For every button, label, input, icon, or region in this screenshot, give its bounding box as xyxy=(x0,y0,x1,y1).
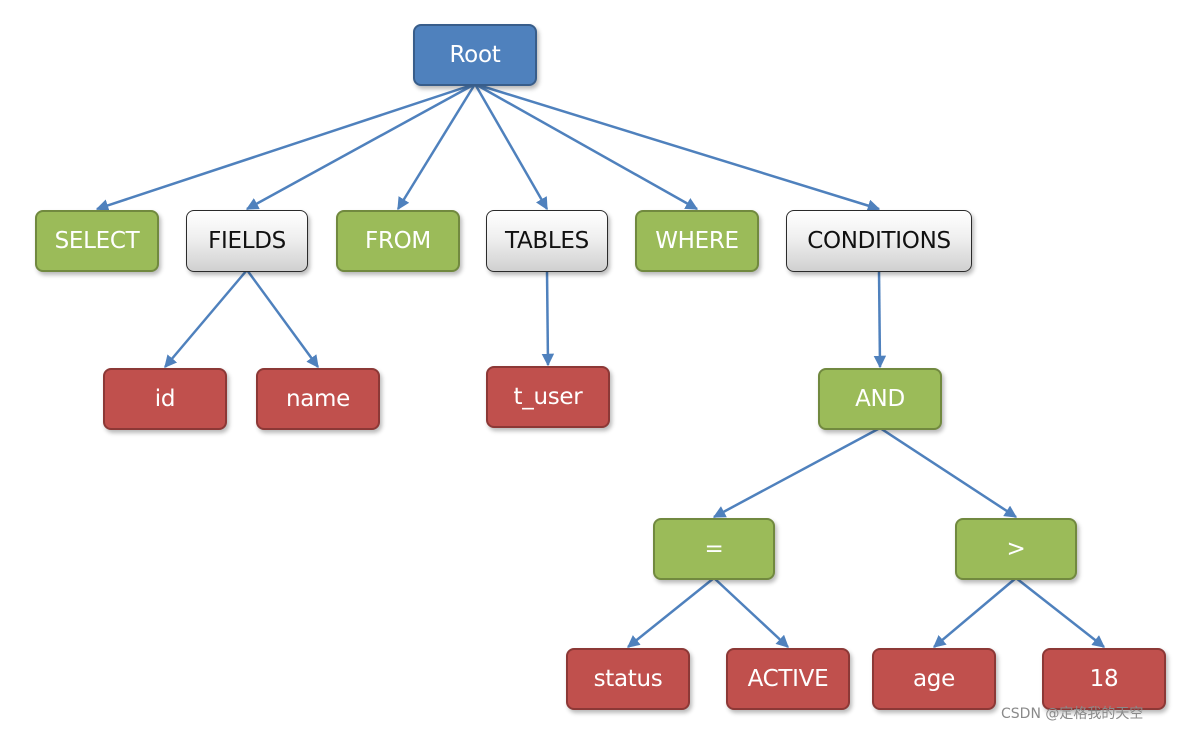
node-conditions: CONDITIONS xyxy=(786,210,972,272)
edge-root-to-from xyxy=(396,83,477,211)
edge-gt-to-eighteen xyxy=(1015,577,1105,648)
node-from: FROM xyxy=(336,210,460,272)
node-fields: FIELDS xyxy=(186,210,308,272)
node-where: WHERE xyxy=(635,210,759,272)
edge-eq-to-status xyxy=(627,577,715,648)
node-18: 18 xyxy=(1042,648,1166,710)
node-equals: = xyxy=(653,518,775,580)
node-and: AND xyxy=(818,368,942,430)
node-root: Root xyxy=(413,24,537,86)
node-age: age xyxy=(872,648,996,710)
edge-and-to-eq xyxy=(712,426,881,519)
node-select: SELECT xyxy=(35,210,159,272)
node-status: status xyxy=(566,648,690,710)
edge-conditions-to-and xyxy=(873,269,887,369)
edge-gt-to-age xyxy=(933,577,1017,648)
edge-and-to-gt xyxy=(879,426,1018,519)
node-id: id xyxy=(103,368,227,430)
edge-tables-to-t_user xyxy=(541,269,555,367)
node-active: ACTIVE xyxy=(726,648,850,710)
edge-root-to-conditions xyxy=(474,82,881,212)
node-t-user: t_user xyxy=(486,366,610,428)
edge-fields-to-name xyxy=(245,269,320,369)
edge-root-to-fields xyxy=(245,82,476,211)
edge-fields-to-id xyxy=(164,269,248,368)
node-greater-than: > xyxy=(955,518,1077,580)
edge-root-to-where xyxy=(474,82,699,211)
watermark: CSDN @定格我的天空 xyxy=(1001,706,1144,722)
edge-root-to-select xyxy=(95,82,476,212)
edge-eq-to-active xyxy=(713,577,789,648)
node-name: name xyxy=(256,368,380,430)
edge-root-to-tables xyxy=(473,83,549,211)
node-tables: TABLES xyxy=(486,210,608,272)
